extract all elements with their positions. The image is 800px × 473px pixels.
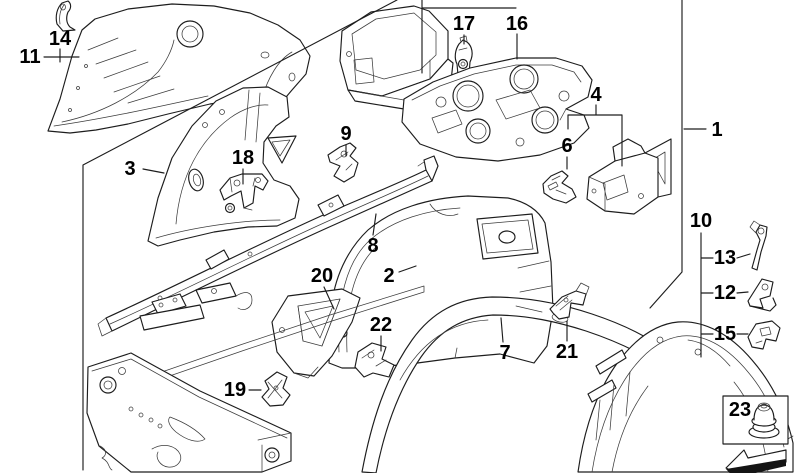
part-label-11[interactable]: 11 bbox=[19, 46, 41, 68]
part-sketch-22 bbox=[354, 342, 395, 378]
part-label-14[interactable]: 14 bbox=[48, 28, 72, 50]
part-sketch-21 bbox=[549, 282, 590, 320]
part-label-16[interactable]: 16 bbox=[505, 13, 529, 35]
part-sketch-18 bbox=[219, 173, 269, 211]
part-label-6[interactable]: 6 bbox=[561, 135, 573, 157]
part-sketch-12 bbox=[747, 278, 777, 312]
part-sketch-floor-panel bbox=[86, 352, 292, 473]
part-label-8[interactable]: 8 bbox=[367, 235, 379, 257]
part-label-21[interactable]: 21 bbox=[555, 341, 579, 363]
part-label-1[interactable]: 1 bbox=[711, 119, 723, 141]
part-sketch-16 bbox=[401, 57, 593, 162]
part-sketch-6 bbox=[542, 170, 577, 204]
leader-lines bbox=[43, 0, 751, 471]
part-label-17[interactable]: 17 bbox=[452, 13, 476, 35]
part-label-13[interactable]: 13 bbox=[713, 247, 737, 269]
part-label-20[interactable]: 20 bbox=[310, 265, 334, 287]
part-label-23[interactable]: 23 bbox=[728, 399, 752, 421]
part-sketch-13 bbox=[749, 220, 768, 271]
part-sketch-3 bbox=[147, 86, 300, 247]
inset-box-23 bbox=[722, 395, 789, 445]
part-label-19[interactable]: 19 bbox=[223, 379, 247, 401]
part-sketch-20 bbox=[271, 288, 361, 379]
part-sketch-14 bbox=[55, 0, 76, 32]
grommet-plug-sketch bbox=[748, 402, 780, 439]
part-sketch-9 bbox=[327, 142, 359, 183]
part-sketch-15 bbox=[747, 320, 781, 350]
part-label-15[interactable]: 15 bbox=[713, 323, 737, 345]
part-label-7[interactable]: 7 bbox=[499, 342, 511, 364]
part-label-3[interactable]: 3 bbox=[124, 158, 136, 180]
part-label-18[interactable]: 18 bbox=[231, 147, 255, 169]
part-label-2[interactable]: 2 bbox=[383, 265, 395, 287]
part-label-12[interactable]: 12 bbox=[713, 282, 737, 304]
part-label-9[interactable]: 9 bbox=[340, 123, 352, 145]
part-label-4[interactable]: 4 bbox=[590, 84, 602, 106]
part-sketch-2 bbox=[328, 195, 554, 369]
part-label-10[interactable]: 10 bbox=[689, 210, 713, 232]
direction-arrow-icon bbox=[725, 449, 787, 473]
part-sketch-8 bbox=[97, 155, 439, 337]
part-label-22[interactable]: 22 bbox=[369, 314, 393, 336]
part-sketch-4-mount bbox=[586, 138, 672, 215]
part-sketch-19 bbox=[261, 371, 291, 407]
